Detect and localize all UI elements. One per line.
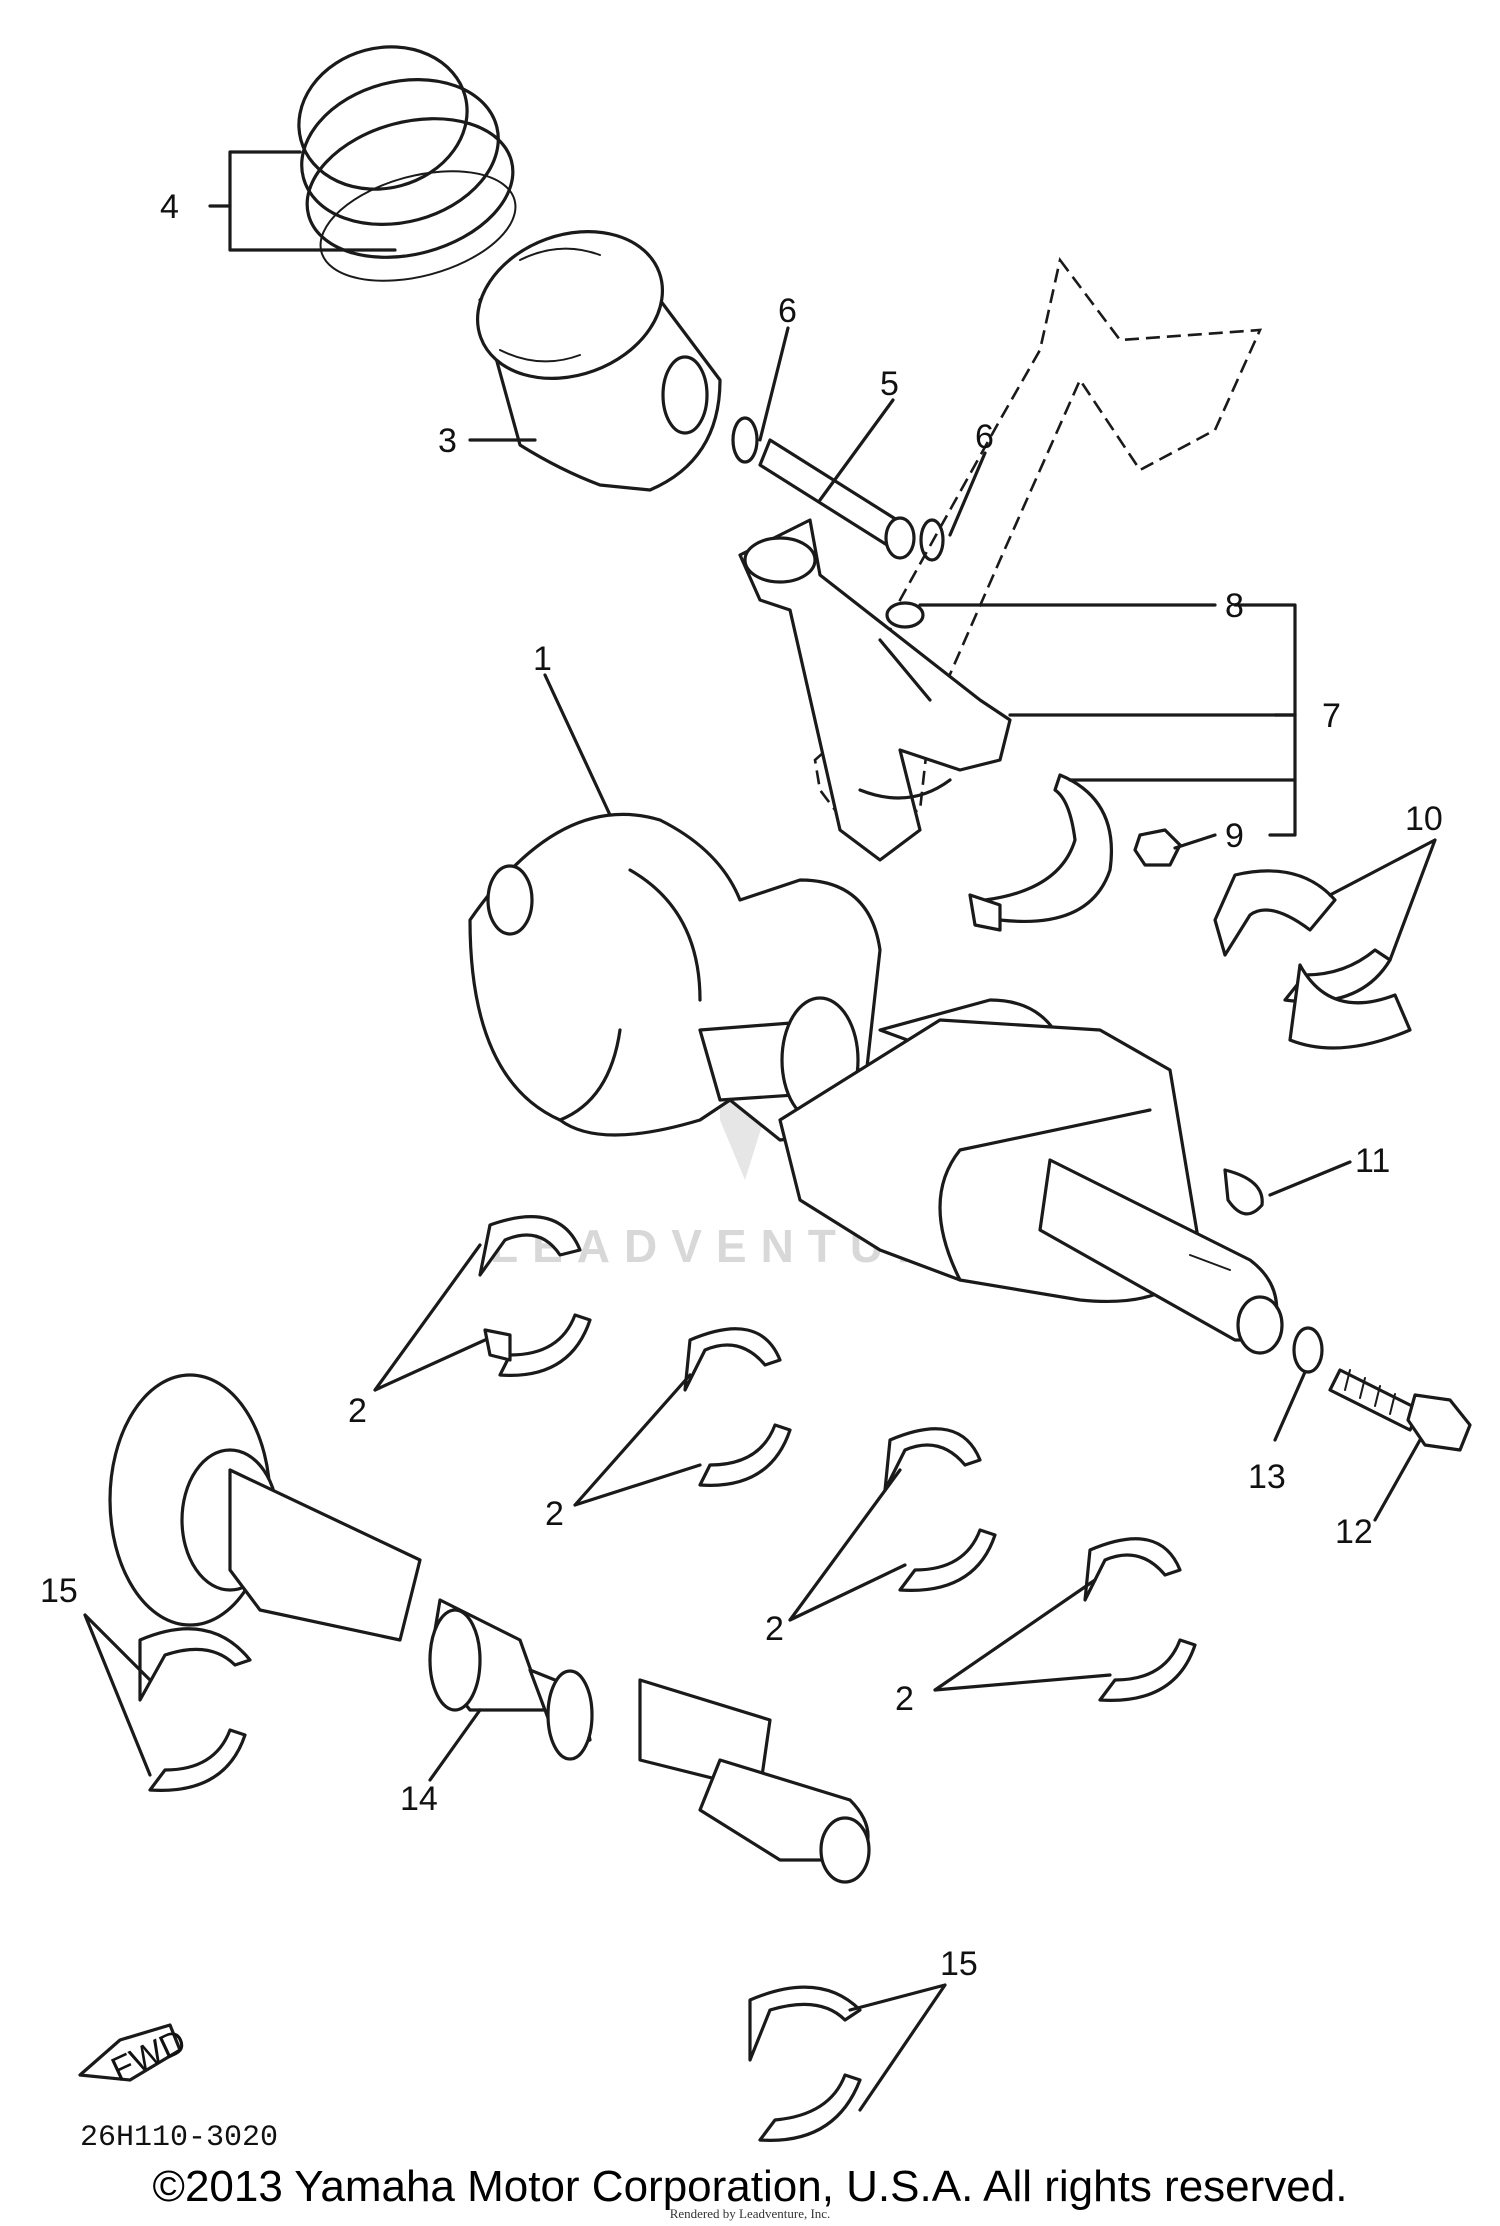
part-code: 26H110-3020 [80, 2121, 278, 2155]
callout-7: 7 [1322, 697, 1341, 735]
copyright-text: ©2013 Yamaha Motor Corporation, U.S.A. A… [152, 2162, 1348, 2211]
connecting-rod [738, 518, 1012, 862]
balancer-shaft [108, 1373, 871, 1884]
rod-cap [983, 773, 1113, 923]
piston-pin-group [731, 416, 945, 562]
callout-9: 9 [1225, 817, 1244, 855]
callout-4: 4 [160, 188, 179, 226]
callout-2-c: 2 [765, 1610, 784, 1648]
leader-lines [83, 150, 1437, 2112]
callout-2-a: 2 [348, 1392, 367, 1430]
balancer-bearings-bottom [748, 1985, 862, 2142]
balancer-bearings-left [138, 1627, 252, 1792]
callout-10: 10 [1405, 800, 1443, 838]
callout-6-top: 6 [778, 292, 797, 330]
callouts: 4 3 6 5 6 8 7 9 10 1 11 13 12 2 2 2 2 14… [40, 188, 1443, 1983]
callout-2-b: 2 [545, 1495, 564, 1533]
callout-8: 8 [1225, 587, 1244, 625]
conrod-bearings [1213, 869, 1412, 1050]
crank-bolt [1328, 1368, 1472, 1452]
callout-1: 1 [533, 640, 552, 678]
piston-rings [297, 45, 517, 282]
callout-15-bottom: 15 [940, 1945, 978, 1983]
piston [475, 230, 722, 492]
main-bearing-set-4 [1083, 1537, 1197, 1702]
main-bearing-set-1 [478, 1215, 592, 1377]
washer [1292, 1326, 1324, 1374]
rod-bolt [885, 601, 925, 629]
rod-nut [1133, 828, 1182, 867]
callout-12: 12 [1335, 1513, 1373, 1551]
callout-3: 3 [438, 422, 457, 460]
callout-15-left: 15 [40, 1572, 78, 1610]
main-bearing-set-3 [883, 1427, 997, 1592]
rendered-by-text: Rendered by Leadventure, Inc. [669, 2206, 831, 2221]
crankshaft [468, 812, 1284, 1355]
clip-1 [731, 416, 759, 464]
callout-11: 11 [1355, 1142, 1390, 1180]
callout-2-d: 2 [895, 1680, 914, 1718]
callout-6-right: 6 [975, 418, 994, 456]
callout-13: 13 [1248, 1458, 1286, 1496]
rod-outline [813, 256, 1263, 832]
fwd-arrow-icon: FWD [78, 2022, 192, 2089]
clip-2 [919, 518, 945, 562]
main-bearing-set-2 [683, 1327, 792, 1487]
woodruff-key [1223, 1168, 1264, 1216]
callout-5: 5 [880, 365, 899, 403]
callout-14: 14 [400, 1780, 438, 1818]
